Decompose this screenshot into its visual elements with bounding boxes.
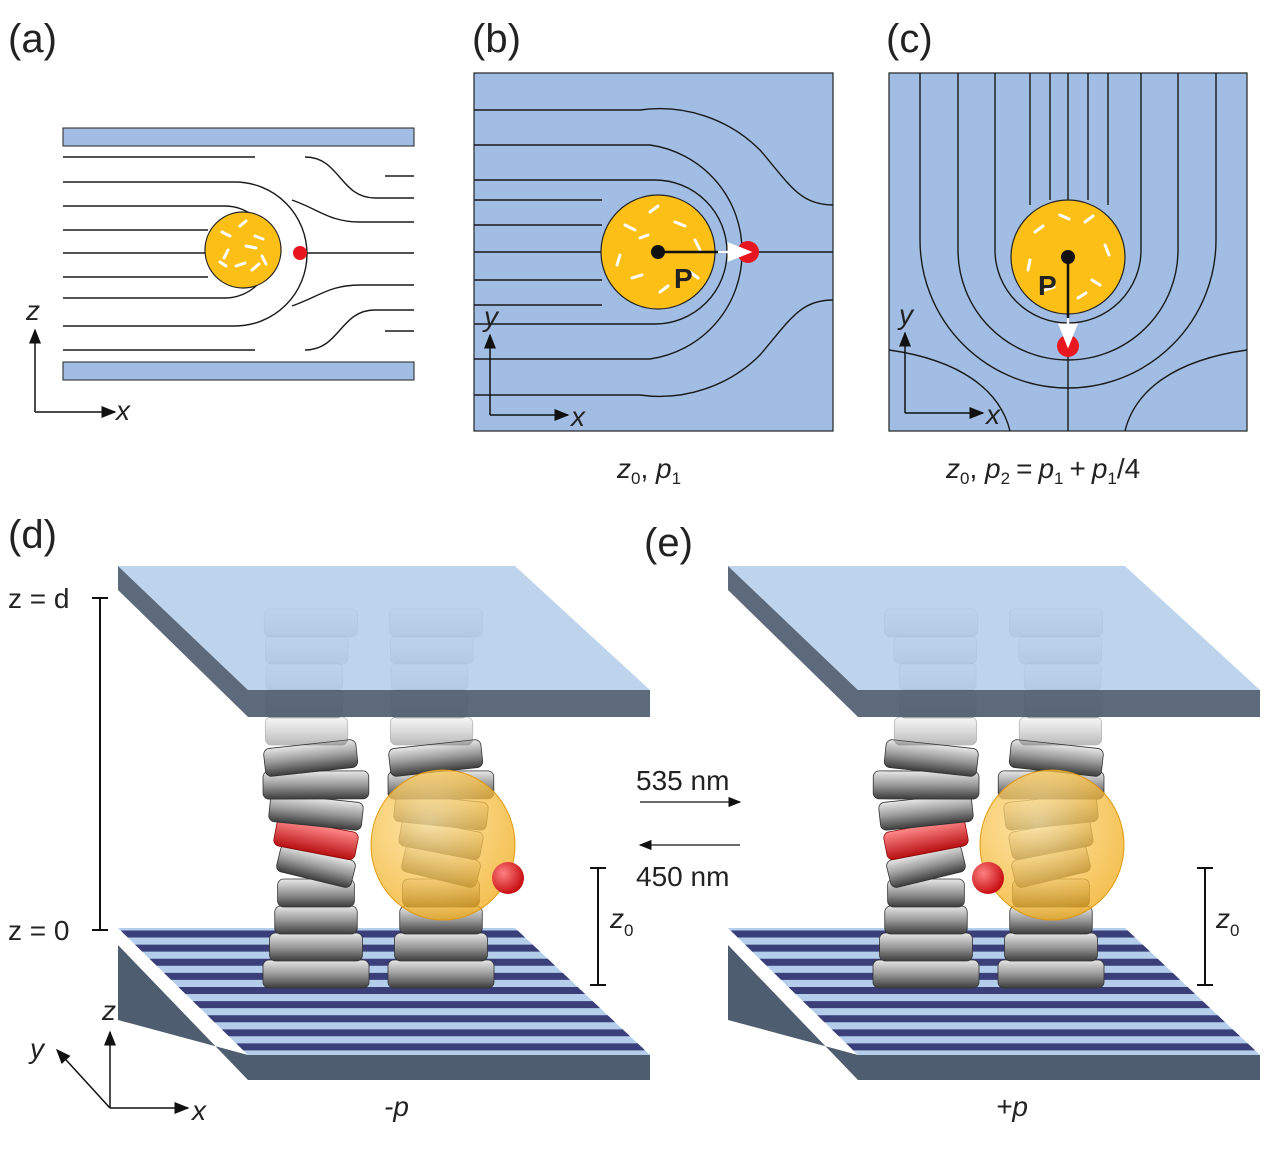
bacteria-marks	[1026, 213, 1111, 300]
axes: y x	[897, 299, 1001, 430]
red-marker	[972, 862, 1004, 894]
panel-label-a: (a)	[8, 17, 57, 61]
active-particle-sphere	[370, 769, 516, 921]
axis-z-label: z	[101, 995, 116, 1026]
caption-e: +p	[996, 1091, 1028, 1122]
axis-x-label: x	[190, 1095, 207, 1126]
alignment-stripe	[207, 1015, 616, 1023]
alignment-stripe	[178, 986, 586, 994]
axes: y x	[482, 301, 586, 432]
lc-cylinder	[879, 932, 973, 962]
caption-b: z0, p1	[616, 453, 681, 488]
axis-y-label: y	[897, 299, 915, 330]
center-dot	[1061, 250, 1075, 264]
axis-z-label: z	[25, 295, 40, 326]
caption-d: -p	[384, 1091, 409, 1122]
panel-e-cell	[728, 566, 1260, 1080]
panel-label-d: (d)	[8, 513, 57, 557]
axis-x-label: x	[114, 395, 131, 426]
lc-cylinder	[872, 959, 980, 989]
lc-cylinder	[264, 716, 349, 746]
z0-label: z0	[609, 903, 633, 940]
center-dot	[651, 245, 665, 259]
wavelength-forward: 535 nm	[636, 765, 729, 796]
panel-e-annotations: z0 +p	[996, 867, 1239, 1122]
panel-a: z x	[25, 127, 415, 426]
top-plate-front	[858, 690, 1260, 717]
panel-b: P y x z0, p1	[473, 72, 834, 488]
alignment-stripe	[192, 1001, 601, 1009]
red-marker	[293, 246, 307, 260]
lc-cylinder	[1004, 932, 1098, 962]
bottom-plate-side	[118, 945, 248, 1080]
lc-cylinder	[389, 716, 474, 746]
panel-label-b: (b)	[472, 17, 521, 61]
top-plate-front	[248, 690, 650, 717]
top-plate-top	[118, 566, 650, 690]
top-wall	[62, 127, 415, 147]
lc-cylinder	[997, 959, 1105, 989]
axis-y-label: y	[482, 301, 500, 332]
top-plate-side	[118, 566, 248, 717]
active-particle-sphere	[979, 769, 1125, 921]
panel-d-cell	[118, 566, 650, 1080]
alignment-stripe	[802, 1001, 1211, 1009]
lc-cylinder	[394, 932, 488, 962]
axes: z x	[25, 295, 131, 426]
caption-c: z0, p2=p1+p1/4	[945, 453, 1140, 488]
panel-c: P y x z0, p2=p1+p1/4	[888, 72, 1248, 488]
alignment-stripe	[236, 1043, 646, 1051]
wavelength-backward: 450 nm	[636, 861, 729, 892]
alignment-stripe	[846, 1043, 1256, 1051]
alignment-stripe	[221, 1029, 631, 1037]
bottom-wall	[62, 361, 415, 381]
polarization-label: P	[674, 263, 693, 294]
z-bottom-label: z = 0	[8, 915, 69, 946]
lc-cylinder	[1018, 716, 1103, 746]
red-marker	[492, 862, 524, 894]
lc-cylinder	[387, 959, 495, 989]
top-plate-side	[728, 566, 858, 717]
alignment-stripe	[788, 986, 1196, 994]
alignment-stripe	[831, 1029, 1241, 1037]
panel-label-c: (c)	[886, 17, 933, 61]
panel-label-e: (e)	[644, 521, 693, 565]
top-plate-top	[728, 566, 1260, 690]
bottom-plate-side	[728, 945, 858, 1080]
bacteria-marks	[218, 219, 268, 272]
streamlines	[63, 156, 414, 351]
lc-cylinder	[269, 932, 363, 962]
active-particle	[204, 211, 282, 289]
alignment-stripe	[817, 1015, 1226, 1023]
bacteria-marks	[615, 204, 702, 294]
lc-cylinder	[893, 716, 978, 746]
light-switch: 535 nm 450 nm	[636, 765, 742, 892]
bottom-plate-front	[248, 1055, 650, 1080]
axis-x-label: x	[984, 399, 1001, 430]
z-top-label: z = d	[8, 583, 69, 614]
lc-cylinder	[884, 905, 968, 935]
panel-d-annotations: z = d z = 0 z0 z x y -p	[8, 583, 633, 1126]
lc-cylinder	[274, 905, 358, 935]
axis-x-label: x	[569, 401, 586, 432]
bottom-plate-front	[858, 1055, 1260, 1080]
lc-cylinder	[262, 959, 370, 989]
axis-y-label: y	[28, 1033, 46, 1064]
polarization-label: P	[1038, 270, 1057, 301]
z0-label: z0	[1215, 903, 1239, 940]
